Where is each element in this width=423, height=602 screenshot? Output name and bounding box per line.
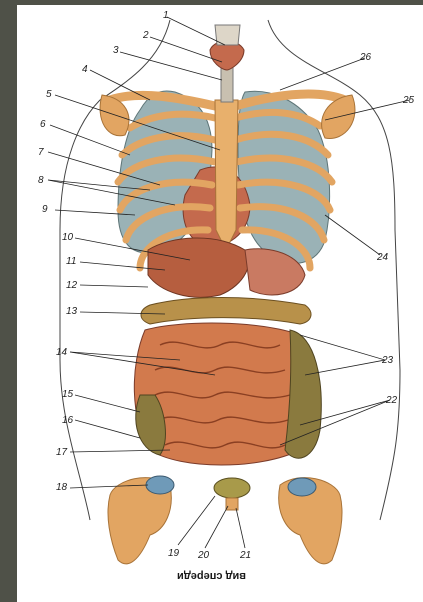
label-9: 9 bbox=[42, 204, 48, 215]
label-24: 24 bbox=[376, 252, 389, 263]
label-3: 3 bbox=[113, 45, 119, 56]
label-2: 2 bbox=[142, 30, 149, 41]
bladder bbox=[214, 478, 250, 498]
transverse-colon bbox=[141, 298, 311, 325]
label-14: 14 bbox=[56, 347, 68, 358]
descending-colon bbox=[285, 330, 321, 458]
diagram-caption: вид спереди bbox=[0, 570, 423, 582]
label-18: 18 bbox=[56, 482, 68, 493]
caption-text: вид спереди bbox=[177, 570, 246, 582]
label-23: 23 bbox=[381, 355, 394, 366]
label-15: 15 bbox=[62, 389, 74, 400]
liver bbox=[148, 238, 249, 297]
label-25: 25 bbox=[402, 95, 415, 106]
label-20: 20 bbox=[197, 550, 210, 561]
left-hip-cartilage bbox=[288, 478, 316, 496]
sternum bbox=[215, 100, 238, 250]
label-21: 21 bbox=[239, 550, 251, 561]
label-19: 19 bbox=[168, 548, 180, 559]
label-22: 22 bbox=[385, 395, 398, 406]
label-6: 6 bbox=[40, 119, 46, 130]
label-11: 11 bbox=[66, 256, 76, 267]
label-26: 26 bbox=[359, 52, 372, 63]
label-1: 1 bbox=[163, 10, 169, 21]
label-8: 8 bbox=[38, 175, 44, 186]
right-hip-cartilage bbox=[146, 476, 174, 494]
label-7: 7 bbox=[38, 147, 44, 158]
label-5: 5 bbox=[46, 89, 52, 100]
label-13: 13 bbox=[66, 306, 78, 317]
label-12: 12 bbox=[66, 280, 78, 291]
label-10: 10 bbox=[62, 232, 74, 243]
label-4: 4 bbox=[82, 64, 88, 75]
label-16: 16 bbox=[62, 415, 74, 426]
label-17: 17 bbox=[56, 447, 68, 458]
